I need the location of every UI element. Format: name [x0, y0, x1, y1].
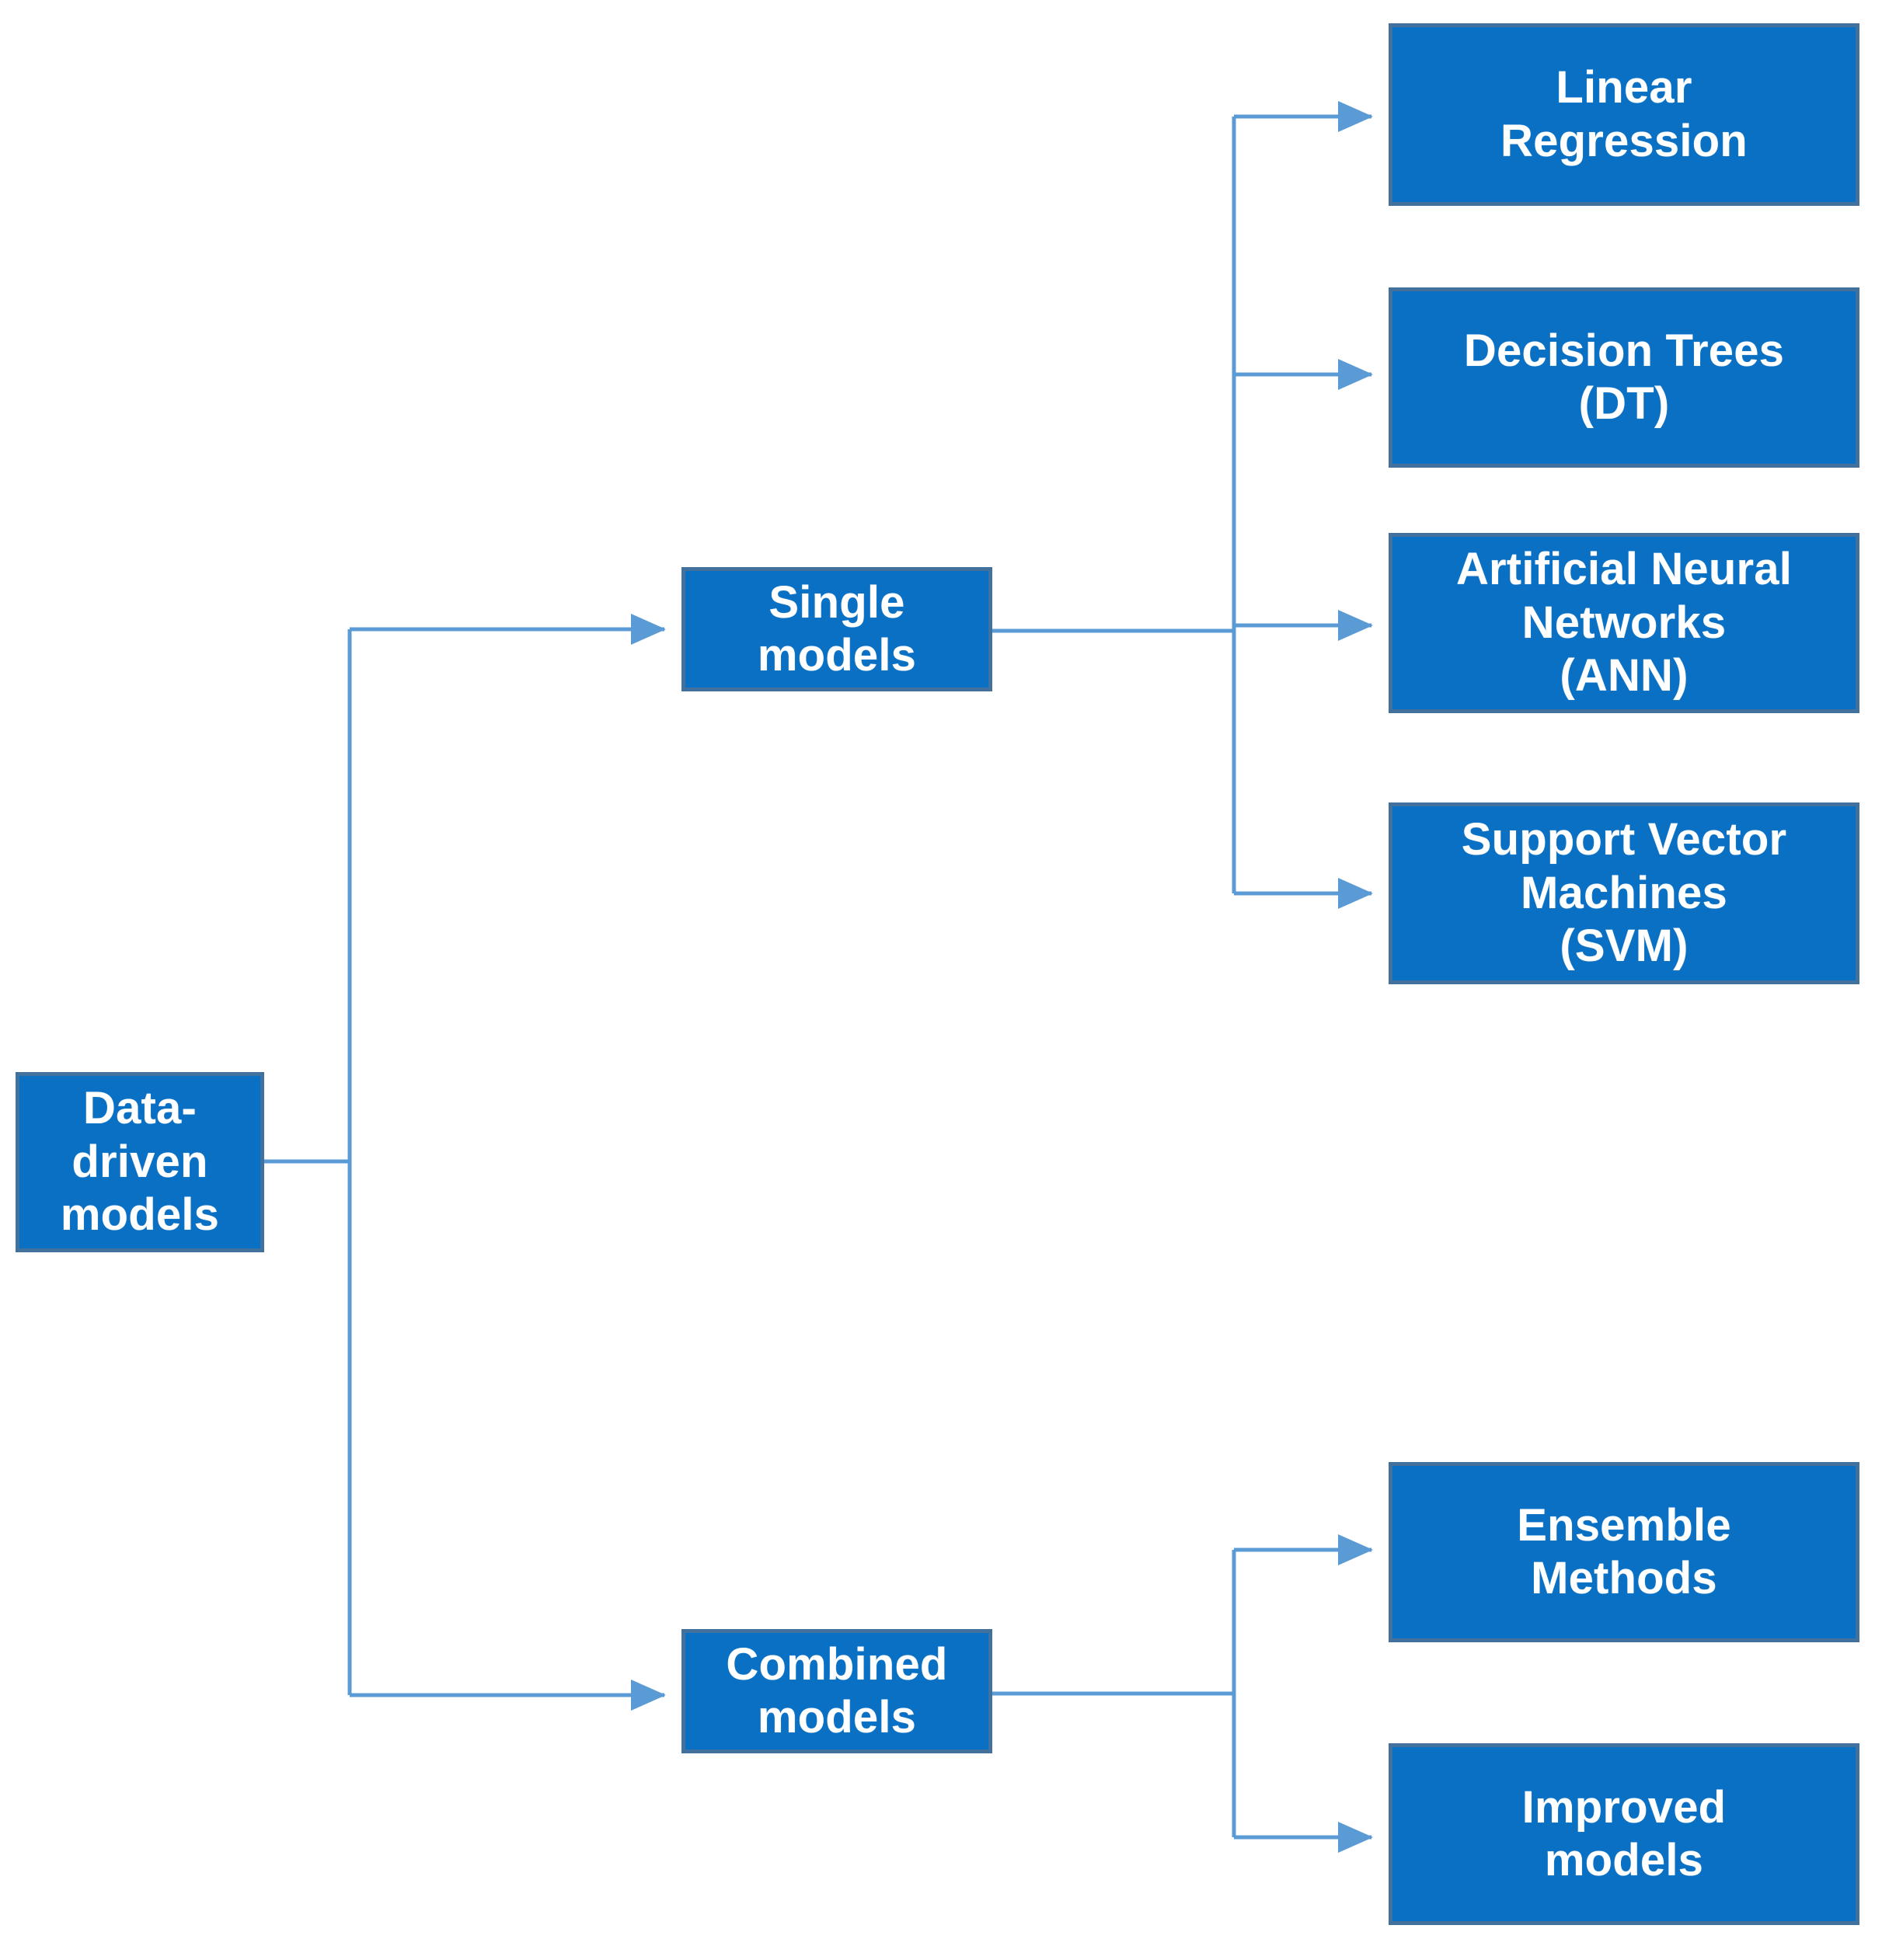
node-improved-models[interactable]: Improved models — [1389, 1743, 1859, 1925]
node-label-ensemble-methods: Ensemble Methods — [1517, 1499, 1731, 1603]
edge-root-split — [264, 629, 352, 1695]
node-label-decision-trees: Decision Trees (DT) — [1463, 325, 1785, 429]
node-support-vector-machines[interactable]: Support Vector Machines (SVM) — [1389, 802, 1859, 984]
node-label-artificial-neural-networks: Artificial Neural Networks (ANN) — [1455, 544, 1793, 701]
node-label-linear-regression: Linear Regression — [1500, 62, 1748, 166]
node-single-models[interactable]: Single models — [681, 567, 992, 691]
node-label-data-driven-models: Data-driven models — [60, 1083, 220, 1241]
node-combined-models[interactable]: Combined models — [681, 1629, 992, 1753]
edge-combined-models-trunk — [992, 1550, 1236, 1837]
node-label-improved-models: Improved models — [1521, 1781, 1727, 1885]
node-label-single-models: Single models — [757, 576, 917, 681]
node-linear-regression[interactable]: Linear Regression — [1389, 23, 1859, 206]
node-artificial-neural-networks[interactable]: Artificial Neural Networks (ANN) — [1389, 533, 1859, 713]
node-decision-trees[interactable]: Decision Trees (DT) — [1389, 287, 1859, 468]
node-label-support-vector-machines: Support Vector Machines (SVM) — [1461, 814, 1787, 972]
node-data-driven-models[interactable]: Data-driven models — [16, 1072, 264, 1252]
node-ensemble-methods[interactable]: Ensemble Methods — [1389, 1462, 1859, 1642]
edge-single-models-trunk — [992, 117, 1236, 893]
node-label-combined-models: Combined models — [726, 1638, 948, 1742]
